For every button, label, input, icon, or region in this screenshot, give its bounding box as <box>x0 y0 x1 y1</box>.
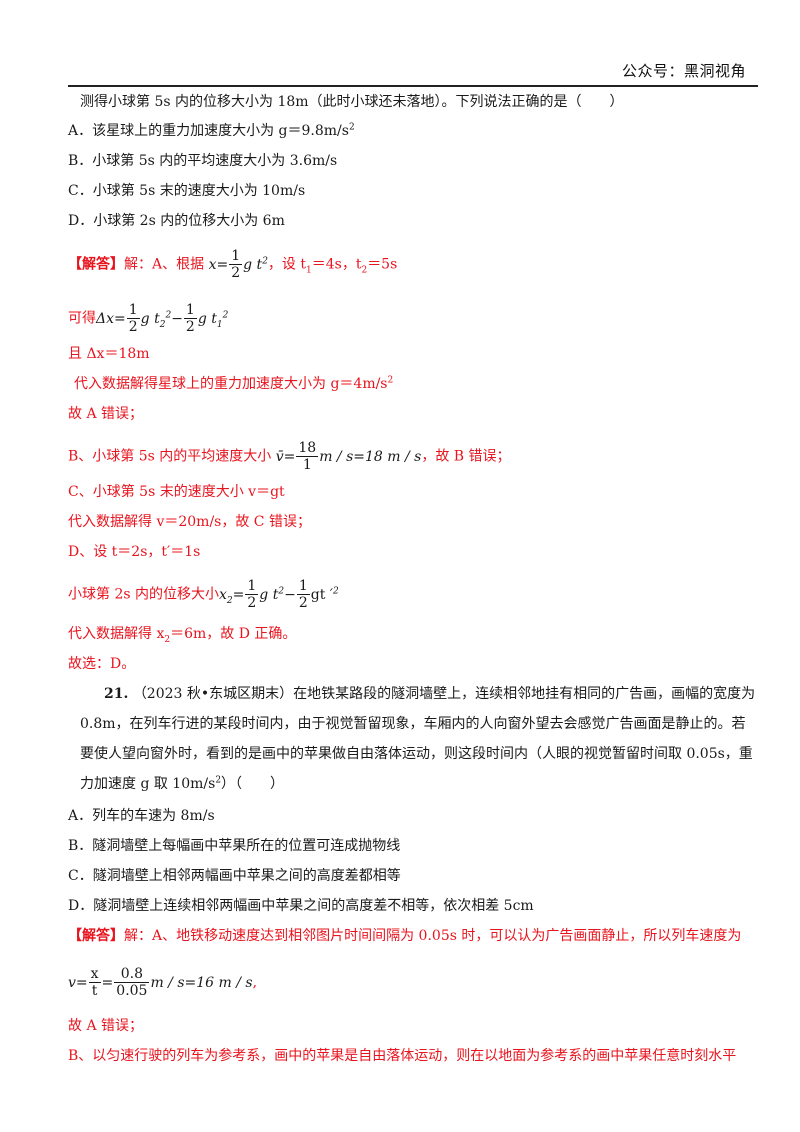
ans20-line-8: 代入数据解得 v＝20m/s，故 C 错误； <box>68 514 311 530</box>
watermark-brand: 公众号：黑洞视角 <box>622 62 747 80</box>
q21-option-c: C．隧洞墙壁上相邻两幅画中苹果之间的高度差都相等 <box>68 868 401 884</box>
q21-stem-line-1: 21. （2023 秋•东城区期末）在地铁某路段的隧洞墙壁上，连续相邻地挂有相同… <box>104 684 755 704</box>
ans21-line-1: 【解答】解：A、地铁移动速度达到相邻图片时间间隔为 0.05s 时，可以认为广告… <box>68 926 741 946</box>
ans20-l1-suffix: ，设 t <box>267 256 306 273</box>
q21-option-b: B．隧洞墙壁上每幅画中苹果所在的位置可连成抛物线 <box>68 838 401 854</box>
q21-number: 21. <box>104 686 129 702</box>
ans20-l4-text: 代入数据解得星球上的重力加速度大小为 g＝4m/s <box>74 376 388 392</box>
header-rule <box>68 85 758 87</box>
q21-line4-text: 力加速度 g 取 10m/s <box>80 776 216 792</box>
q21-line4-tail: ）（ ） <box>221 776 285 792</box>
q20-option-d: D．小球第 2s 内的位移大小为 6m <box>68 213 285 229</box>
ans20-l1-t2: ＝5s <box>367 256 398 273</box>
answer-tag-21: 【解答】 <box>68 928 124 944</box>
q21-stem-line-2: 0.8m，在列车行进的某段时间内，由于视觉暂留现象，车厢内的人向窗外望去会感觉广… <box>80 716 746 732</box>
q21-stem-line-4: 力加速度 g 取 10m/s2）（ ） <box>80 775 285 792</box>
answer-tag: 【解答】 <box>68 256 124 273</box>
ans20-line-4: 代入数据解得星球上的重力加速度大小为 g＝4m/s2 <box>74 375 394 392</box>
ans21-line-4: B、以匀速行驶的列车为参考系，画中的苹果是自由落体运动，则在以地面为参考系的画中… <box>68 1048 737 1064</box>
ans20-l6-suffix: ，故 B 错误； <box>421 448 511 465</box>
ans20-line-5: 故 A 错误； <box>68 406 144 422</box>
ans20-l6-prefix: B、小球第 5s 内的平均速度大小 <box>68 448 272 465</box>
ans21-l1-text: 解：A、地铁移动速度达到相邻图片时间间隔为 0.05s 时，可以认为广告画面静止… <box>124 928 742 944</box>
ans20-line-3: 且 Δx＝18m <box>68 346 150 362</box>
ans21-line-3: 故 A 错误； <box>68 1018 144 1034</box>
ans20-l11-text: 代入数据解得 x <box>68 626 165 642</box>
q21-option-a: A．列车的车速为 8m/s <box>68 808 215 824</box>
ans20-line-7: C、小球第 5s 末的速度大小 v＝gt <box>68 484 285 500</box>
q20-option-a-text: A．该星球上的重力加速度大小为 g＝9.8m/s <box>68 123 349 139</box>
ans20-line-12: 故选：D。 <box>68 656 136 672</box>
q20-option-b: B．小球第 5s 内的平均速度大小为 3.6m/s <box>68 153 338 169</box>
ans20-l10-prefix: 小球第 2s 内的位移大小 <box>68 586 219 603</box>
q21-line1-text: （2023 秋•东城区期末）在地铁某路段的隧洞墙壁上，连续相邻地挂有相同的广告画… <box>132 686 756 702</box>
ans20-l2-prefix: 可得 <box>68 310 96 327</box>
q20-stem: 测得小球第 5s 内的位移大小为 18m（此时小球还未落地）。下列说法正确的是（… <box>80 94 624 110</box>
ans20-line-11: 代入数据解得 x2＝6m，故 D 正确。 <box>68 626 297 645</box>
q20-option-c: C．小球第 5s 末的速度大小为 10m/s <box>68 183 306 199</box>
q21-option-d: D．隧洞墙壁上连续相邻两幅画中苹果之间的高度差不相等，依次相差 5cm <box>68 898 534 914</box>
q21-stem-line-3: 要使人望向窗外时，看到的是画中的苹果做自由落体运动，则这段时间内（人眼的视觉暂留… <box>80 746 753 762</box>
ans20-line-9: D、设 t＝2s，t′＝1s <box>68 544 201 560</box>
ans20-l11-suffix: ＝6m，故 D 正确。 <box>170 626 297 642</box>
ans20-l1-prefix: 解：A、根据 <box>124 256 205 273</box>
ans20-l1-t1: ＝4s，t <box>311 256 362 273</box>
q20-option-a: A．该星球上的重力加速度大小为 g＝9.8m/s2 <box>68 122 355 139</box>
